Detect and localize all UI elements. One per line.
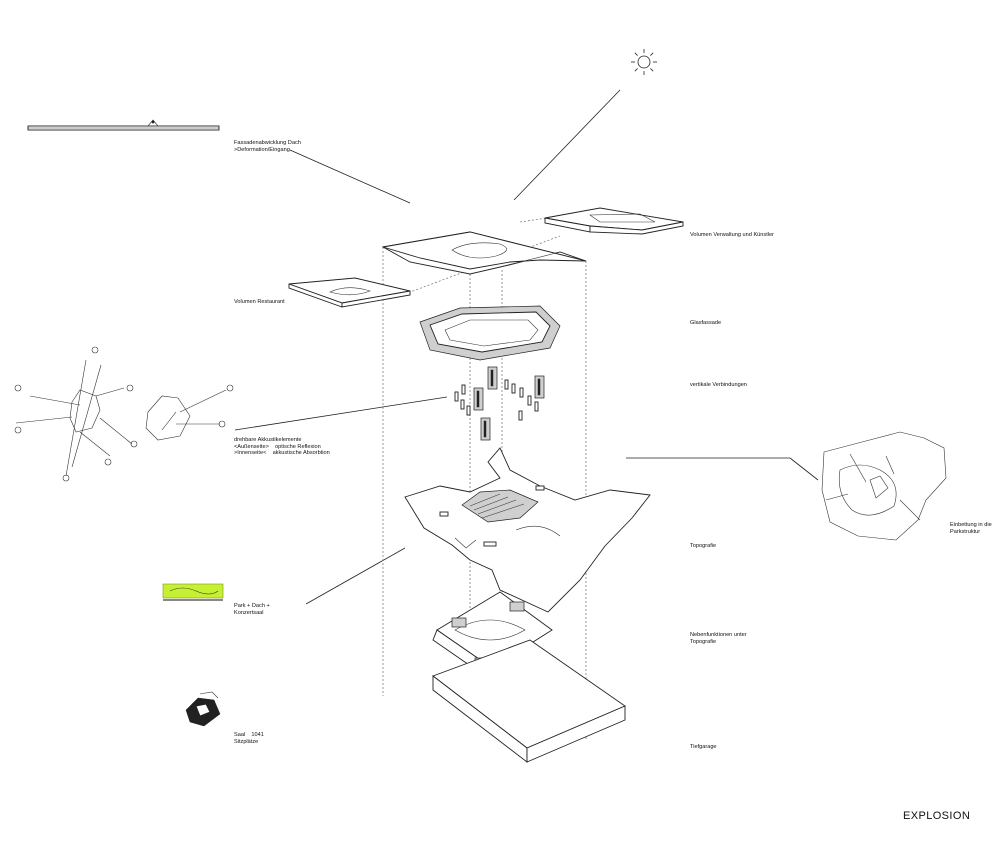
sun-icon [631,49,657,75]
label-glass-facade: Glasfassade [690,320,722,326]
roof-volume [381,231,587,275]
label-vertical-connections: vertikale Verbindungen [690,382,747,388]
label-restaurant-volume: Volumen Restaurant [234,299,285,305]
reflection-sketch [14,346,234,482]
label-administration-volume: Volumen Verwaltung und Künstler [690,232,774,238]
park-structure-sketch [821,431,947,541]
label-topography: Topografie [690,543,717,549]
facade-elevation-strip [27,119,220,131]
garage-slab [432,639,626,763]
label-facade-roof: Fassadenabwicklung Dach >Deformation/Ein… [234,140,301,153]
label-underground-garage: Tiefgarage [690,744,717,750]
park-swatch [162,583,224,601]
restaurant-volume [288,277,411,308]
sun-ray-line [513,89,621,201]
administration-volume [544,207,684,235]
vertical-connections [473,366,545,441]
label-hall-seats: Saal 1041 Sitzplätze [234,732,264,745]
label-secondary-functions: Nebenfunktionen unter Topografie [690,632,747,645]
diagram-title: EXPLOSION [903,810,971,822]
glass-facade-ring [419,305,561,361]
label-acoustic-elements: drehbare Akkustikelemente <Außenseite> o… [234,437,330,457]
seating-model [185,691,221,727]
acoustic-elements [454,379,539,421]
label-park-structure: Einbettung in die Parkstruktur [950,522,992,535]
label-park-roof-hall: Park + Dach + Konzertsaal [234,603,270,616]
topography-slab [404,447,651,613]
